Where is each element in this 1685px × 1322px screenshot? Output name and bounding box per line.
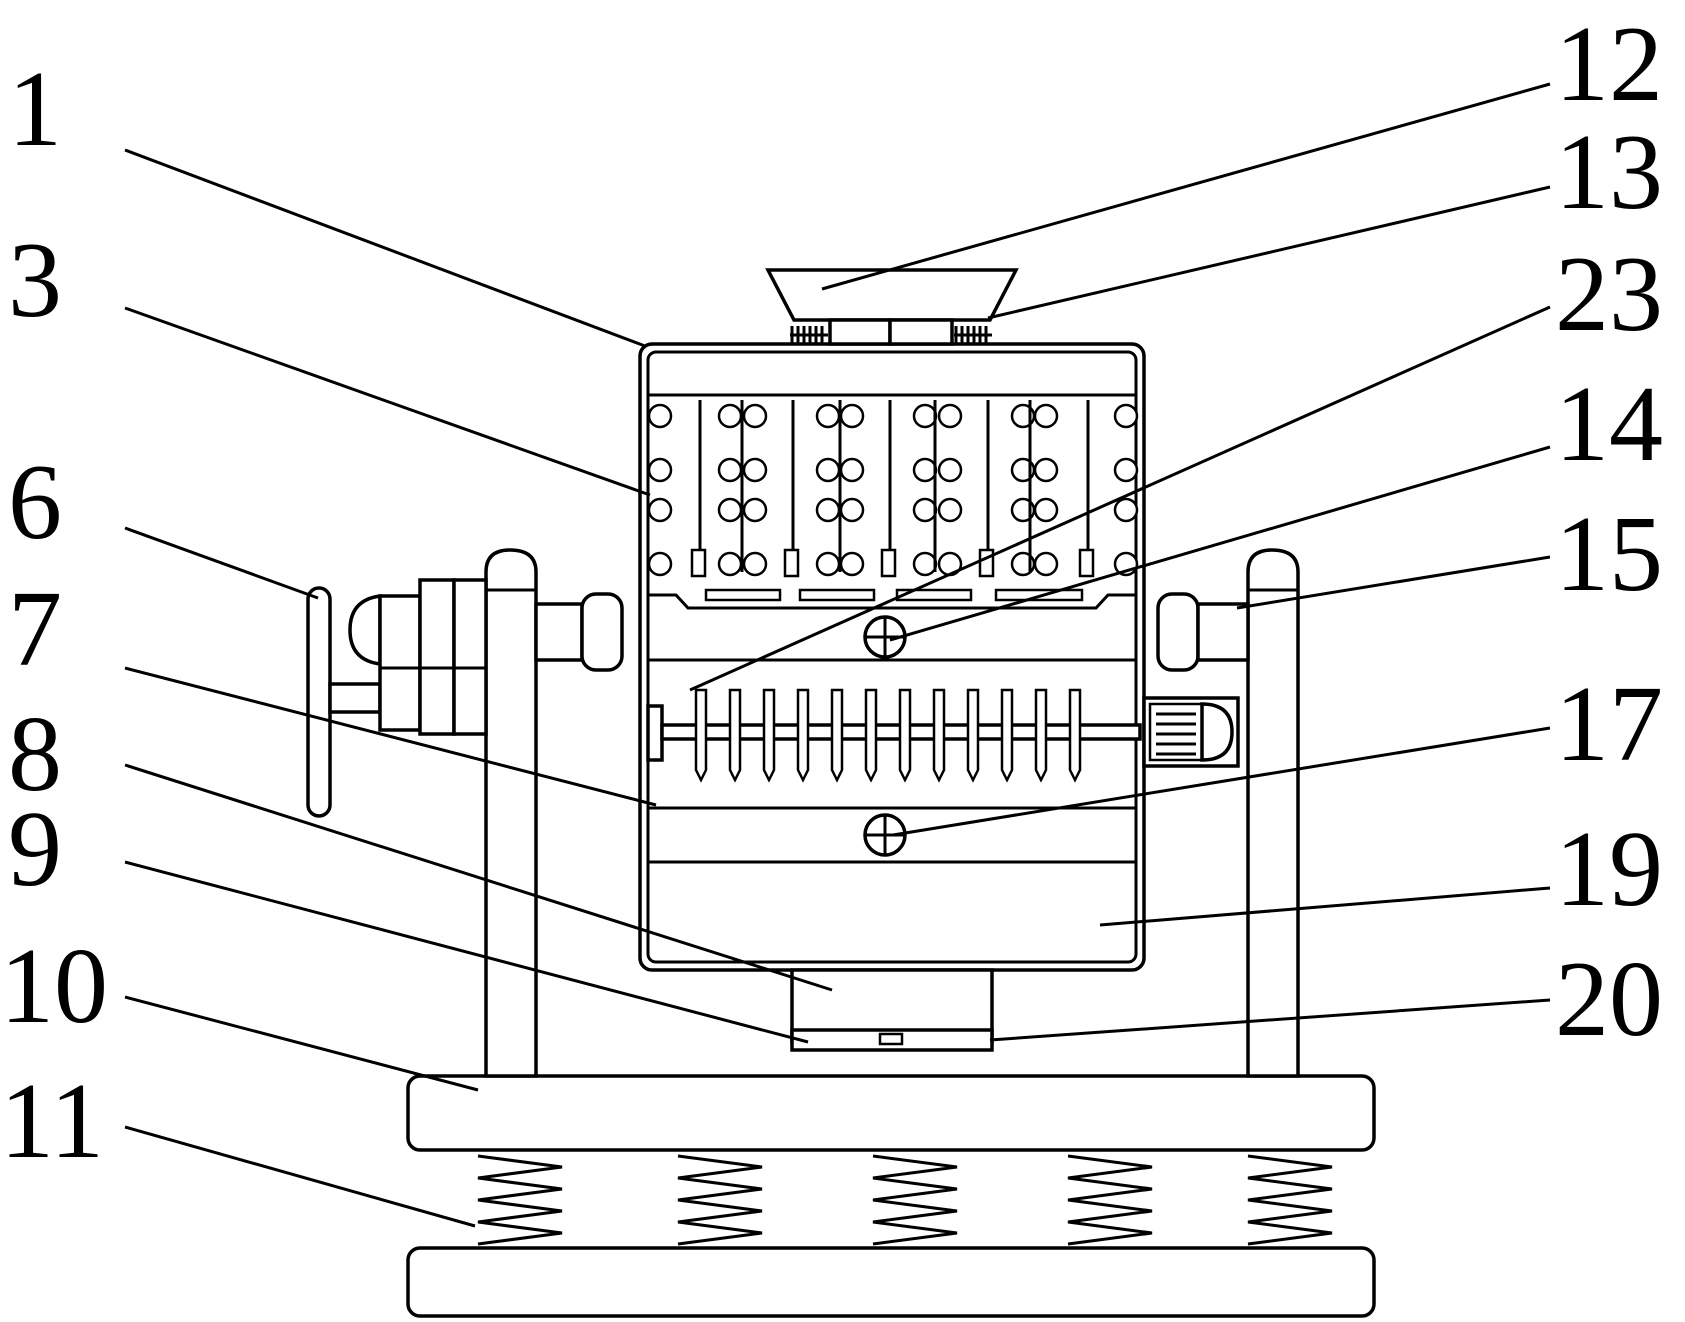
top-base-plate (406, 1074, 1376, 1152)
stirring-blades (694, 688, 1082, 783)
roller (1113, 403, 1139, 429)
stirring-blade (728, 688, 742, 783)
roller (742, 497, 768, 523)
feed-hopper (765, 268, 1019, 346)
roller (1033, 551, 1059, 577)
roller (742, 403, 768, 429)
roller (1033, 497, 1059, 523)
roller-bearing (690, 548, 707, 578)
roller (1033, 457, 1059, 483)
discharge-outlet (790, 968, 994, 1052)
roller (717, 497, 743, 523)
label-3: 3 (8, 221, 62, 340)
springs-group (477, 1154, 1333, 1246)
stirring-blade (796, 688, 810, 783)
spring-coil (677, 1154, 763, 1246)
label-15: 15 (1555, 495, 1663, 614)
roller (1033, 403, 1059, 429)
roller (937, 457, 963, 483)
stirring-blade (864, 688, 878, 783)
label-19: 19 (1555, 810, 1663, 929)
stirring-blade (898, 688, 912, 783)
label-23: 23 (1555, 235, 1663, 354)
roller-bearing (880, 548, 897, 578)
stirring-blade (1068, 688, 1082, 783)
roller (1113, 457, 1139, 483)
roller (647, 403, 673, 429)
stirring-blade (694, 688, 708, 783)
label-20: 20 (1555, 940, 1663, 1059)
leader-lines (124, 82, 1551, 1228)
roller (912, 457, 938, 483)
label-6: 6 (8, 443, 62, 562)
roller (815, 551, 841, 577)
roller (1113, 497, 1139, 523)
stirring-blade (1000, 688, 1014, 783)
roller (839, 497, 865, 523)
spring-coil (477, 1154, 563, 1246)
right-frame-post (1246, 548, 1300, 1078)
label-12: 12 (1555, 5, 1663, 124)
stirring-blade (762, 688, 776, 783)
screen-plate (704, 588, 782, 602)
roller (717, 457, 743, 483)
handwheel (306, 586, 382, 818)
roller (815, 497, 841, 523)
roller (839, 403, 865, 429)
roller (815, 457, 841, 483)
roller-array (647, 400, 1139, 602)
roller (647, 457, 673, 483)
label-14: 14 (1555, 365, 1663, 484)
hopper-spring-left (790, 326, 828, 344)
gearbox (348, 578, 488, 736)
left-shaft (534, 592, 624, 672)
stirring-blade (932, 688, 946, 783)
label-13: 13 (1555, 113, 1663, 232)
roller (742, 457, 768, 483)
roller (742, 551, 768, 577)
roller-bearing (1078, 548, 1095, 578)
roller (717, 403, 743, 429)
roller (912, 403, 938, 429)
roller (717, 551, 743, 577)
roller (839, 457, 865, 483)
roller-chamber (647, 400, 1139, 610)
left-frame-post (484, 548, 538, 1078)
roller-bearing (783, 548, 800, 578)
hopper-spring-right (954, 326, 992, 344)
label-7: 7 (8, 570, 62, 689)
label-17: 17 (1555, 665, 1663, 784)
label-1: 1 (8, 50, 62, 169)
label-10: 10 (0, 927, 108, 1046)
upper-valve (863, 615, 907, 659)
screen-plate (798, 588, 876, 602)
roller (912, 497, 938, 523)
roller (647, 551, 673, 577)
label-9: 9 (8, 790, 62, 909)
roller (912, 551, 938, 577)
roller-bearing (978, 548, 995, 578)
bottom-base-plate (406, 1246, 1376, 1318)
label-11: 11 (0, 1062, 104, 1181)
stirring-blade (830, 688, 844, 783)
screen-plate (895, 588, 973, 602)
spring-coil (872, 1154, 958, 1246)
roller (647, 497, 673, 523)
roller (815, 403, 841, 429)
roller (937, 403, 963, 429)
lower-valve (863, 813, 907, 857)
roller (839, 551, 865, 577)
right-shaft (1156, 592, 1250, 672)
stirring-blade (1034, 688, 1048, 783)
stirring-assembly (646, 688, 1142, 783)
stirring-motor (1142, 696, 1240, 768)
spring-coil (1247, 1154, 1333, 1246)
roller (937, 497, 963, 523)
spring-coil (1067, 1154, 1153, 1246)
label-8: 8 (8, 695, 62, 814)
stirring-blade (966, 688, 980, 783)
